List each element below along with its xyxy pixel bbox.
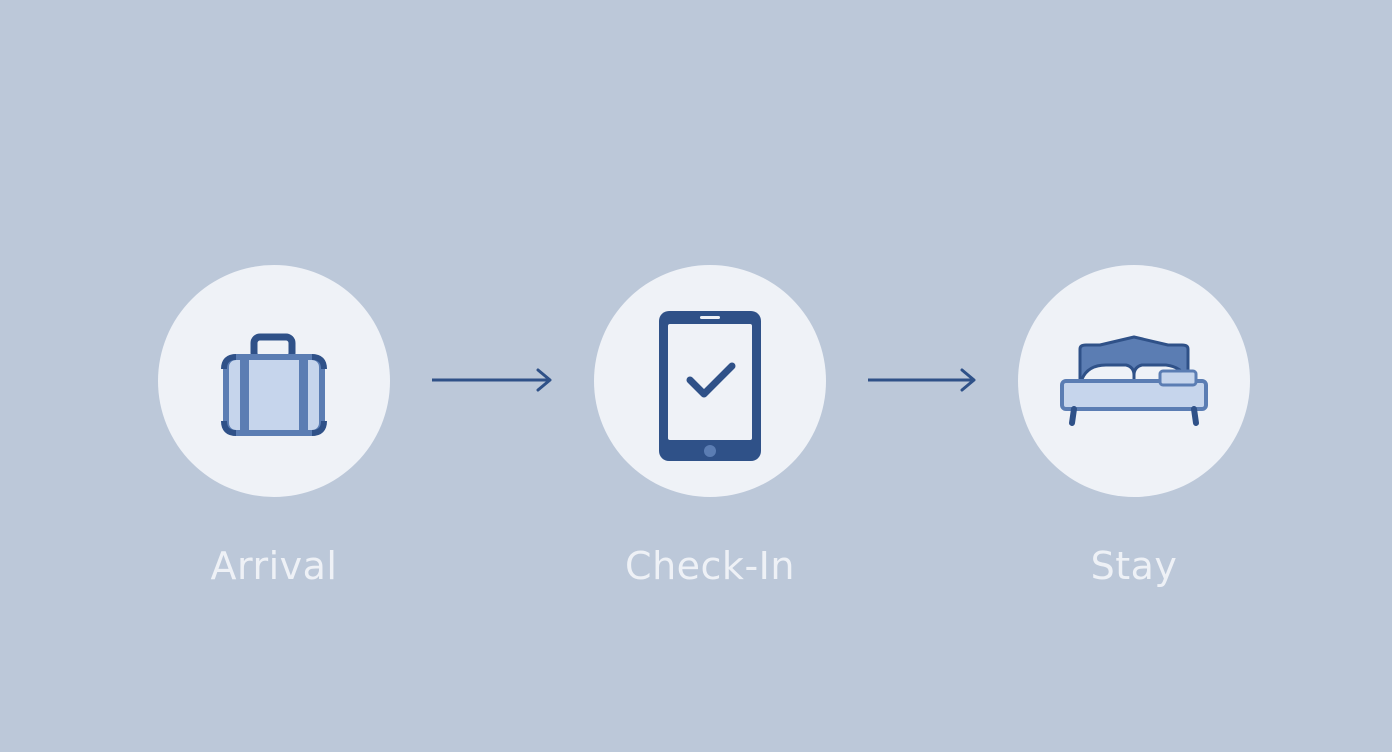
arrow-right-icon — [868, 368, 976, 392]
step-stay-circle — [1018, 265, 1250, 497]
step-arrival-circle — [158, 265, 390, 497]
tablet-check-icon — [659, 311, 761, 461]
step-checkin-label: Check-In — [625, 544, 795, 588]
step-checkin-circle — [594, 265, 826, 497]
arrow-right-icon — [432, 368, 552, 392]
step-arrival-label: Arrival — [210, 544, 338, 588]
bed-icon — [1060, 335, 1208, 426]
step-stay-label: Stay — [1090, 544, 1178, 588]
suitcase-icon — [221, 333, 327, 436]
